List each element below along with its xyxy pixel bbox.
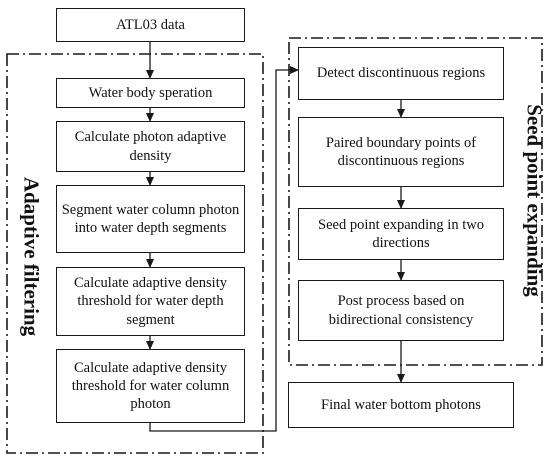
adaptive-filtering-group-frame — [6, 53, 264, 454]
seed-point-expanding-label: Seed point expanding — [522, 104, 547, 297]
node-segment-water-column: Segment water column photon into water d… — [56, 185, 245, 253]
node-final-water-bottom-photons: Final water bottom photons — [288, 382, 514, 428]
node-threshold-water-column-photon: Calculate adaptive density threshold for… — [56, 349, 245, 423]
node-photon-adaptive-density: Calculate photon adaptive density — [56, 121, 245, 172]
adaptive-filtering-label: Adaptive filtering — [19, 176, 44, 337]
seed-point-expanding-group-frame — [288, 37, 543, 366]
node-post-process-bidirectional: Post process based on bidirectional cons… — [298, 280, 504, 341]
node-atl03-data: ATL03 data — [56, 8, 245, 42]
node-threshold-water-depth-segment: Calculate adaptive density threshold for… — [56, 267, 245, 336]
node-seed-point-expanding-two-directions: Seed point expanding in two directions — [298, 208, 504, 260]
arrow-left-to-right-connector — [149, 66, 299, 432]
node-detect-discontinuous-regions: Detect discontinuous regions — [298, 47, 504, 100]
node-water-body-separation: Water body speration — [56, 78, 245, 108]
node-paired-boundary-points: Paired boundary points of discontinuous … — [298, 117, 504, 187]
